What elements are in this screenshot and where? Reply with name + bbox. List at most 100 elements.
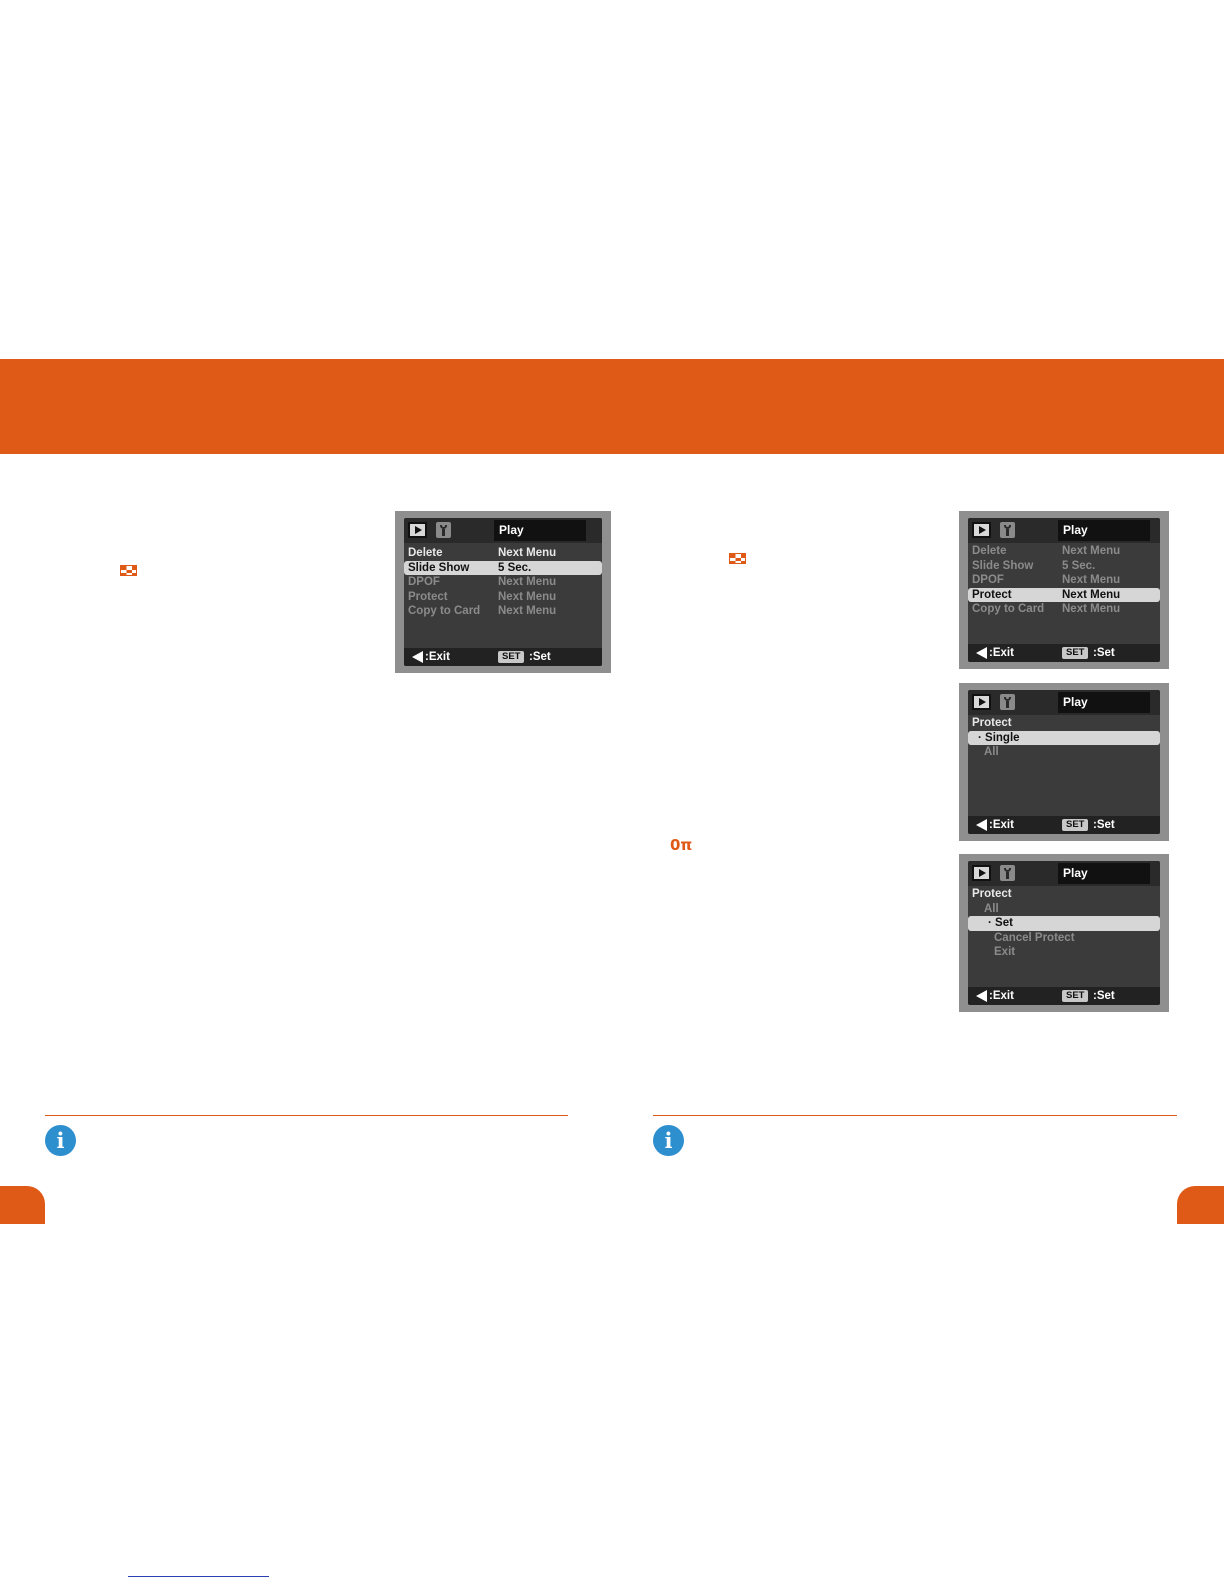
menu-label: Protect [972, 588, 1012, 601]
tab-play: Play [494, 520, 586, 541]
wrench-icon [436, 522, 451, 538]
menu-value: Next Menu [498, 576, 557, 588]
menu-label: DPOF [408, 576, 440, 588]
play-icon [972, 865, 991, 881]
exit-hint: :Exit [989, 990, 1014, 1002]
screen-footer: :Exit SET :Set [404, 648, 602, 666]
menu-row: Copy to Card Next Menu [404, 604, 602, 619]
menu-row: All [968, 902, 1160, 917]
wrench-icon [1000, 694, 1015, 710]
menu-list: Protect All · Set Cancel Protect Exit [968, 887, 1160, 985]
menu-value: 5 Sec. [1062, 559, 1096, 572]
play-icon [972, 694, 991, 710]
footer-link-underline[interactable] [128, 1576, 269, 1577]
menu-label: Copy to Card [408, 605, 481, 617]
screen-topbar: Play [968, 518, 1160, 543]
note-divider-right [653, 1115, 1177, 1116]
back-arrow-icon [976, 647, 987, 659]
menu-value: Next Menu [498, 605, 557, 617]
menu-label: All [984, 746, 999, 758]
menu-value: Next Menu [1062, 588, 1121, 601]
play-icon [972, 522, 991, 538]
exit-hint: :Exit [989, 819, 1014, 831]
set-hint: :Set [1093, 647, 1115, 659]
menu-row: DPOF Next Menu [968, 573, 1160, 588]
wrench-icon [1000, 865, 1015, 881]
menu-label: DPOF [972, 574, 1004, 586]
menu-label: Exit [994, 946, 1016, 958]
tab-play: Play [1058, 692, 1150, 713]
menu-label: Cancel Protect [994, 931, 1075, 944]
back-arrow-icon [976, 819, 987, 831]
set-hint: :Set [529, 651, 551, 663]
menu-value: 5 Sec. [498, 561, 532, 574]
set-badge: SET [1062, 819, 1089, 831]
set-badge: SET [1062, 990, 1089, 1002]
menu-label: · Set [988, 917, 1013, 929]
menu-label: Copy to Card [972, 603, 1045, 615]
menu-label: Slide Show [408, 561, 470, 574]
menu-row-selected: Slide Show 5 Sec. [404, 560, 602, 575]
checker-icon [729, 553, 746, 564]
camera-screen-4: Play Protect All · Set Cancel Protect Ex… [959, 854, 1169, 1012]
set-badge: SET [1062, 647, 1089, 659]
submenu-title: Protect [972, 888, 1012, 900]
note-divider-left [45, 1115, 568, 1116]
set-hint: :Set [1093, 819, 1115, 831]
menu-row: Protect Next Menu [404, 590, 602, 605]
checker-icon [120, 565, 137, 576]
exit-hint: :Exit [425, 651, 450, 663]
exit-hint: :Exit [989, 647, 1014, 659]
menu-label: · Single [978, 731, 1020, 744]
screen-footer: :Exit SET :Set [968, 987, 1160, 1005]
menu-row: Cancel Protect [968, 931, 1160, 946]
menu-row: Copy to Card Next Menu [968, 602, 1160, 617]
set-badge: SET [498, 651, 525, 663]
menu-row: Delete Next Menu [404, 546, 602, 561]
menu-label: Slide Show [972, 559, 1034, 572]
screen-display: Play Protect · Single All :Exit SET :Set [968, 690, 1160, 834]
screen-footer: :Exit SET :Set [968, 816, 1160, 834]
menu-value: Next Menu [498, 590, 557, 603]
screen-topbar: Play [968, 861, 1160, 886]
submenu-title: Protect [972, 717, 1012, 729]
screen-display: Play Protect All · Set Cancel Protect Ex… [968, 861, 1160, 1005]
menu-row-selected: Protect Next Menu [968, 587, 1160, 602]
set-hint: :Set [1093, 990, 1115, 1002]
info-icon: i [45, 1125, 76, 1156]
info-icon: i [653, 1125, 684, 1156]
screen-topbar: Play [404, 518, 602, 543]
header-banner [0, 359, 1224, 454]
menu-row-selected: · Single [968, 730, 1160, 745]
page-tab-left [0, 1186, 45, 1224]
menu-label: Delete [408, 547, 443, 559]
menu-list: Protect · Single All [968, 716, 1160, 814]
play-icon [408, 522, 427, 538]
menu-row: Delete Next Menu [968, 544, 1160, 559]
screen-topbar: Play [968, 690, 1160, 715]
menu-row: Exit [968, 945, 1160, 960]
key-icon: 0π [670, 836, 693, 854]
tab-play: Play [1058, 863, 1150, 884]
page-tab-right [1177, 1186, 1224, 1224]
menu-label: Protect [408, 590, 448, 603]
back-arrow-icon [412, 651, 423, 663]
menu-value: Next Menu [1062, 545, 1121, 557]
screen-footer: :Exit SET :Set [968, 644, 1160, 662]
tab-play: Play [1058, 520, 1150, 541]
menu-row: DPOF Next Menu [404, 575, 602, 590]
menu-value: Next Menu [498, 547, 557, 559]
back-arrow-icon [976, 990, 987, 1002]
menu-row: All [968, 745, 1160, 760]
menu-value: Next Menu [1062, 603, 1121, 615]
menu-row: Slide Show 5 Sec. [968, 559, 1160, 574]
menu-label: Delete [972, 545, 1007, 557]
menu-value: Next Menu [1062, 574, 1121, 586]
menu-row-selected: · Set [968, 916, 1160, 931]
